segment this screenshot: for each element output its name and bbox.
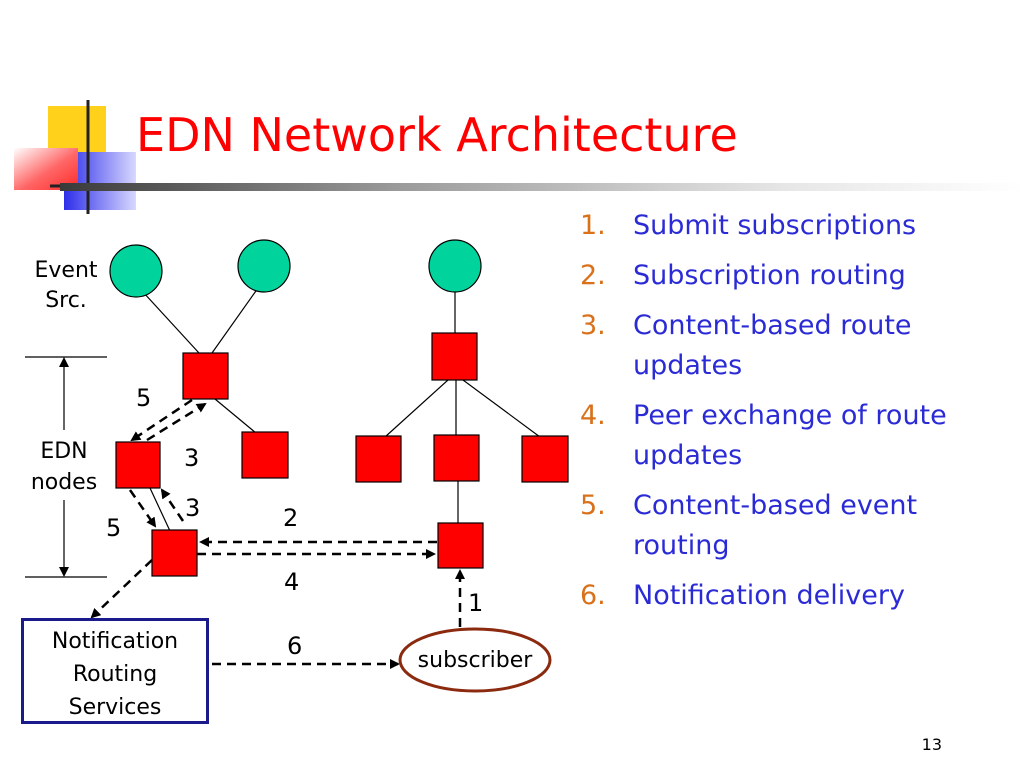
- event-source-node: [109, 244, 163, 298]
- edn-nodes-label-line1: EDN: [40, 439, 88, 464]
- step-item: 4. Peer exchange of route updates: [580, 396, 1020, 476]
- step-item: 6. Notification delivery: [580, 576, 1020, 616]
- steps-list: 1. Submit subscriptions 2. Subscription ro…: [580, 206, 1020, 616]
- edn-node: [151, 529, 198, 577]
- step-text: Content-based event routing: [633, 490, 918, 561]
- step-item: 1. Submit subscriptions: [580, 206, 1020, 246]
- edn-nodes-label-line2: nodes: [30, 470, 98, 495]
- arrow-label-6: 6: [287, 632, 303, 660]
- step-text: Peer exchange of route updates: [633, 400, 947, 471]
- edn-node: [182, 352, 229, 400]
- event-src-label-line1: Event: [34, 258, 98, 283]
- arrow-notify-to-nrs: [90, 559, 153, 619]
- edn-nodes-label: EDN nodes: [22, 436, 106, 498]
- notification-routing-services-box: Notification Routing Services: [21, 618, 209, 724]
- notification-routing-services-label: Notification Routing Services: [24, 625, 206, 724]
- edge-rightroot-leaf3: [462, 379, 541, 438]
- edn-node: [521, 435, 569, 483]
- step-item: 3. Content-based route updates: [580, 306, 1020, 386]
- arrow-label-5-top: 5: [136, 384, 152, 412]
- page-number: 13: [921, 735, 942, 754]
- nrs-line2: Routing: [72, 662, 158, 687]
- edn-node: [433, 434, 480, 482]
- step-item: 5. Content-based event routing: [580, 486, 1020, 566]
- edn-node: [437, 522, 484, 569]
- step-text: Content-based route updates: [633, 310, 912, 381]
- edn-node: [431, 332, 478, 381]
- arrow-5-top: [130, 398, 193, 442]
- step-text: Notification delivery: [633, 580, 905, 611]
- step-number: 4.: [580, 400, 606, 431]
- step-number: 2.: [580, 260, 606, 291]
- event-src-label-line2: Src.: [45, 288, 87, 313]
- nrs-line1: Notification: [51, 629, 179, 654]
- subscriber-ring: [398, 627, 552, 693]
- event-source-node: [428, 239, 482, 293]
- step-item: 2. Subscription routing: [580, 256, 1020, 296]
- edge-src2-node: [211, 287, 259, 354]
- arrow-5-bottom: [128, 489, 157, 528]
- subscriber-label: subscriber: [417, 648, 533, 673]
- arrow-label-4: 4: [284, 568, 300, 596]
- arrow-3-top: [146, 402, 207, 442]
- event-src-label: Event Src.: [22, 256, 110, 316]
- arrow-label-3-top: 3: [184, 444, 200, 472]
- edge-src1-node: [142, 291, 200, 354]
- step-number: 6.: [580, 580, 606, 611]
- arrow-3-bottom: [160, 488, 185, 522]
- arrow-label-2: 2: [283, 504, 299, 532]
- step-text: Submit subscriptions: [633, 210, 917, 241]
- step-number: 1.: [580, 210, 606, 241]
- slide-title: EDN Network Architecture: [136, 108, 738, 162]
- edn-node: [241, 431, 289, 479]
- edn-node: [115, 441, 161, 489]
- arrow-label-1: 1: [468, 589, 484, 617]
- arrow-label-3-bottom: 3: [185, 494, 201, 522]
- step-number: 3.: [580, 310, 606, 341]
- edn-node: [355, 435, 402, 483]
- event-source-node: [237, 239, 291, 293]
- title-underline: [60, 183, 1024, 191]
- edge-left-node-lower: [149, 487, 171, 532]
- step-number: 5.: [580, 490, 606, 521]
- edge-rightroot-leaf1: [384, 379, 449, 438]
- step-text: Subscription routing: [633, 260, 906, 291]
- nrs-line3: Services: [68, 695, 162, 720]
- arrow-label-5-bottom: 5: [106, 514, 122, 542]
